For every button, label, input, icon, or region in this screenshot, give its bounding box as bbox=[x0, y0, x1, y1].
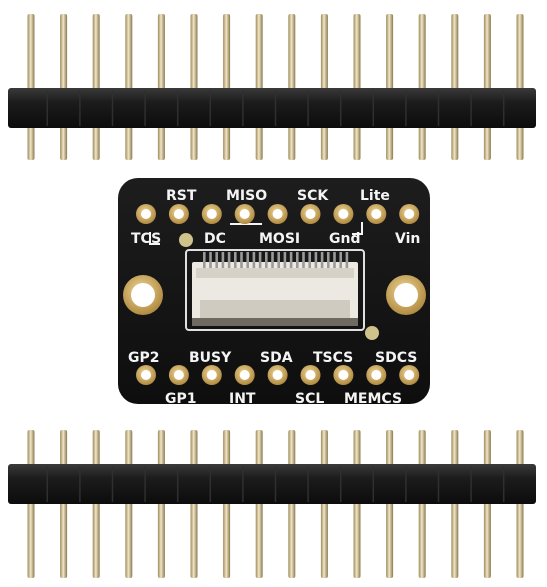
fpc-contact bbox=[240, 252, 243, 268]
top-pad bbox=[333, 204, 354, 224]
label-int: INT bbox=[229, 391, 256, 407]
label-rst: RST bbox=[166, 188, 197, 204]
fpc-contact bbox=[265, 252, 268, 268]
top-header-pin bbox=[386, 14, 394, 160]
top-pad bbox=[300, 204, 321, 224]
top-pad bbox=[136, 204, 156, 224]
top-pad bbox=[267, 204, 288, 224]
fpc-contact bbox=[345, 252, 349, 268]
bottom-header-plastic bbox=[8, 464, 536, 504]
fpc-contact bbox=[203, 252, 206, 268]
top-header-pin bbox=[60, 14, 68, 160]
fpc-contact bbox=[289, 252, 293, 268]
fpc-contact bbox=[277, 252, 280, 268]
top-pin-header bbox=[8, 14, 536, 160]
fpc-contact bbox=[327, 252, 330, 268]
top-pad bbox=[366, 204, 387, 224]
fpc-contact bbox=[209, 252, 212, 268]
bottom-pad-row bbox=[136, 365, 420, 385]
fpc-contacts bbox=[203, 252, 349, 268]
label-miso: MISO bbox=[226, 188, 267, 204]
label-tscs: TSCS bbox=[313, 350, 353, 366]
label-dc: DC bbox=[204, 231, 226, 247]
top-header-pin bbox=[190, 14, 198, 160]
label-gp1: GP1 bbox=[165, 391, 197, 407]
fpc-contact bbox=[215, 252, 218, 268]
label-gnd: Gnd bbox=[329, 231, 360, 247]
bottom-pin-header bbox=[8, 430, 536, 578]
bottom-pad bbox=[234, 365, 255, 385]
mounting-hole-left bbox=[123, 275, 163, 315]
top-header-pin bbox=[157, 14, 165, 160]
top-header-pin bbox=[223, 14, 231, 160]
label-scl: SCL bbox=[295, 391, 324, 407]
bottom-header-dividers bbox=[46, 466, 505, 502]
fpc-contact bbox=[252, 252, 256, 268]
top-header-plastic bbox=[8, 88, 536, 128]
top-header-pin bbox=[288, 14, 296, 160]
label-sdcs: SDCS bbox=[375, 350, 417, 366]
fpc-contact bbox=[258, 252, 262, 268]
top-header-pin bbox=[92, 14, 100, 160]
fpc-contact bbox=[234, 252, 237, 268]
label-tcs: TCS bbox=[131, 231, 161, 247]
fpc-contact bbox=[339, 252, 342, 268]
top-header-pin bbox=[353, 14, 361, 160]
fpc-contact bbox=[227, 252, 231, 268]
label-vin: Vin bbox=[395, 231, 420, 247]
top-header-pin bbox=[483, 14, 491, 160]
fpc-contact bbox=[271, 252, 274, 268]
fpc-contact bbox=[283, 252, 287, 268]
fpc-contact bbox=[320, 252, 324, 268]
bottom-pad bbox=[366, 365, 387, 385]
top-header-pin bbox=[320, 14, 328, 160]
bottom-pad bbox=[300, 365, 321, 385]
label-mosi: MOSI bbox=[259, 231, 300, 247]
pcb-board: RST MISO SCK Lite TCS DC MOSI Gnd Vin GP… bbox=[118, 178, 430, 407]
top-pad bbox=[168, 204, 189, 224]
top-pad-row bbox=[136, 204, 420, 224]
label-gp2: GP2 bbox=[128, 350, 160, 366]
fpc-contact bbox=[333, 252, 336, 268]
top-header-pin bbox=[418, 14, 426, 160]
top-header-pin bbox=[27, 14, 35, 160]
fiducial-bottom bbox=[365, 326, 379, 340]
top-pad bbox=[234, 204, 255, 224]
bottom-pad bbox=[168, 365, 189, 385]
bottom-pad bbox=[136, 365, 156, 385]
top-header-pin bbox=[125, 14, 133, 160]
fpc-contact bbox=[308, 252, 311, 268]
top-header-dividers bbox=[46, 90, 505, 126]
fpc-contact bbox=[302, 252, 305, 268]
bottom-pad bbox=[399, 365, 420, 385]
bottom-pad bbox=[201, 365, 222, 385]
fpc-contact bbox=[314, 252, 318, 268]
top-header-pin bbox=[451, 14, 459, 160]
label-busy: BUSY bbox=[189, 350, 232, 366]
label-sck: SCK bbox=[297, 188, 329, 204]
bottom-pad bbox=[333, 365, 354, 385]
fiducial-top bbox=[179, 233, 193, 247]
label-memcs: MEMCS bbox=[344, 391, 402, 407]
silkscreen-line-top-left bbox=[149, 232, 160, 245]
mounting-hole-right bbox=[386, 275, 426, 315]
fpc-connector bbox=[185, 249, 365, 331]
top-pad bbox=[201, 204, 222, 224]
silkscreen-line-top-right bbox=[352, 222, 363, 235]
label-lite: Lite bbox=[360, 188, 390, 204]
fpc-contact bbox=[296, 252, 299, 268]
bottom-pad bbox=[267, 365, 288, 385]
top-header-pin bbox=[255, 14, 263, 160]
top-pad bbox=[399, 204, 420, 224]
top-header-pins bbox=[27, 14, 524, 160]
top-header-pin bbox=[516, 14, 524, 160]
fpc-contact bbox=[221, 252, 225, 268]
label-sda: SDA bbox=[260, 350, 293, 366]
fpc-contact bbox=[246, 252, 249, 268]
